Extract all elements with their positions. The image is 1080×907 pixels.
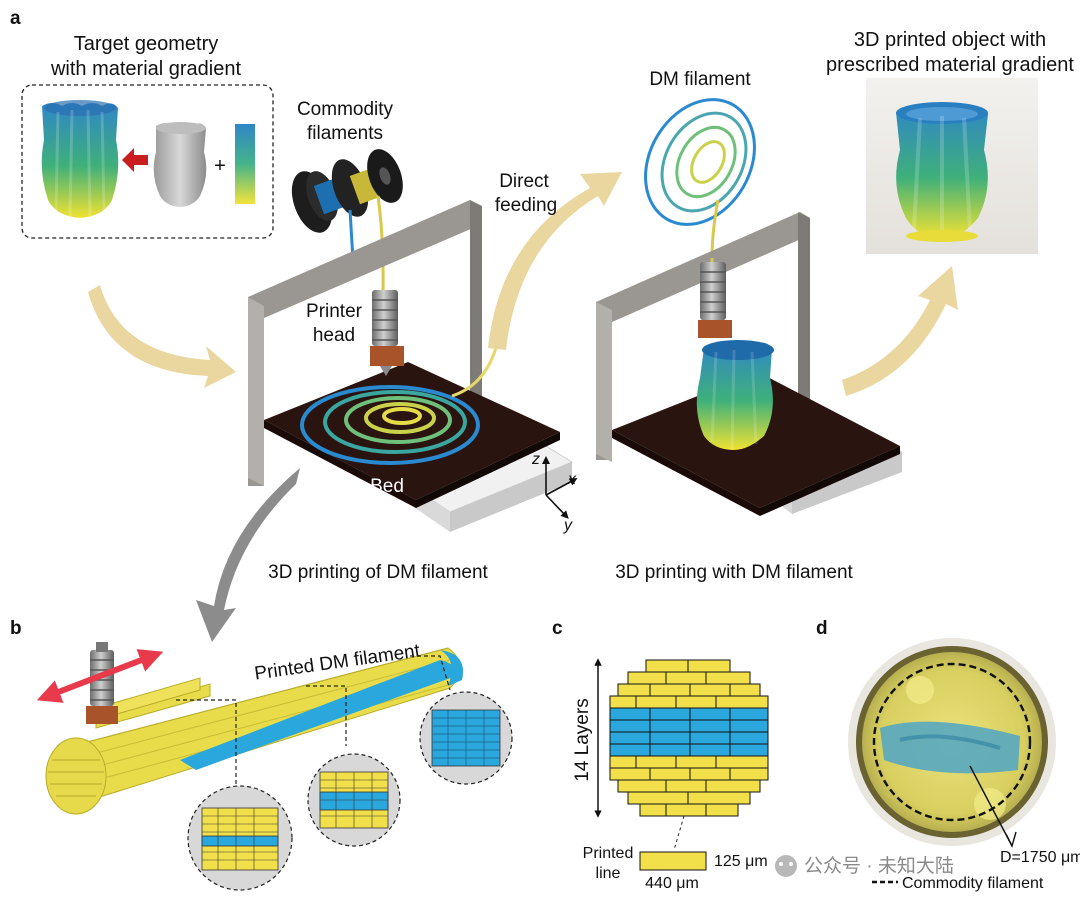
caption-left: 3D printing of DM filament: [268, 562, 488, 583]
gray-vase-icon: [153, 122, 207, 207]
red-arrow-left-icon: [122, 148, 148, 172]
bed-label: Bed: [370, 476, 404, 497]
printed-line-leader: [673, 815, 685, 851]
printer-head-b: [86, 642, 118, 724]
tan-arrow-direct-feeding: [488, 172, 622, 350]
panel-label-d: d: [816, 618, 828, 639]
panel-label-c: c: [552, 618, 563, 639]
printed-line-label-1: Printed: [583, 845, 634, 862]
callout-lines: [176, 655, 451, 800]
commodity-label-line1: Commodity: [297, 99, 394, 120]
layer-stack-diagram: [609, 659, 769, 817]
spiral-on-bed: [300, 385, 480, 465]
printed-object-vase-icon: [896, 102, 988, 242]
line-width-label: 440 μm: [645, 875, 699, 892]
cross-section-1: [187, 785, 293, 891]
object-title-line1: 3D printed object with: [854, 29, 1046, 51]
tan-arrow-to-object: [842, 266, 958, 396]
printer-head-1: [370, 290, 404, 376]
printed-filament-cylinder: [45, 647, 464, 815]
axis-z-label: z: [531, 451, 540, 468]
filament-cross-section-photo: [848, 638, 1056, 848]
axis-x-label: x: [567, 471, 577, 488]
caption-right: 3D printing with DM filament: [615, 562, 853, 583]
cross-section-3: [419, 691, 513, 785]
commodity-label-line2: filaments: [307, 123, 383, 144]
direct-feeding-line2: feeding: [495, 195, 557, 216]
object-title-line2: prescribed material gradient: [826, 54, 1074, 76]
target-title-line1: Target geometry: [74, 33, 219, 55]
filament-end-cap: [45, 737, 107, 815]
printer-head-label-line1: Printer: [306, 301, 363, 322]
panel-label-a: a: [10, 8, 21, 29]
panel-label-b: b: [10, 618, 22, 639]
printed-line-label-2: line: [596, 865, 621, 882]
dm-filament-label: DM filament: [649, 69, 751, 90]
plus-sign: +: [214, 155, 226, 177]
printer-1: [248, 200, 574, 532]
cross-section-2: [307, 753, 401, 847]
gray-arrow-down: [196, 468, 300, 642]
layers-label: 14 Layers: [572, 698, 593, 781]
printer-head-2: [698, 258, 732, 338]
red-double-arrow-icon: [36, 649, 164, 703]
target-title-line2: with material gradient: [50, 58, 242, 80]
color-gradient-bar: [235, 124, 255, 204]
line-height-label: 125 μm: [714, 853, 768, 870]
gradient-vase-icon: [41, 100, 119, 218]
tan-arrow-to-printer: [88, 285, 236, 388]
axis-y-label: y: [563, 517, 573, 534]
target-geometry-box: [21, 84, 274, 239]
commodity-legend-label: Commodity filament: [902, 875, 1044, 892]
diameter-label: D=1750 μm: [1000, 849, 1080, 866]
printed-line-sample: [639, 851, 707, 871]
direct-feeding-line1: Direct: [499, 171, 549, 192]
printed-vase-on-bed: [696, 340, 774, 451]
dm-filament-spiral-icon: [644, 98, 756, 259]
watermark-text: 公众号 · 未知大陆: [804, 855, 954, 877]
printer-2: [596, 212, 904, 516]
axes-triad-icon: [542, 456, 578, 519]
printer-head-label-line2: head: [313, 325, 355, 346]
watermark: 公众号 · 未知大陆: [775, 855, 954, 877]
